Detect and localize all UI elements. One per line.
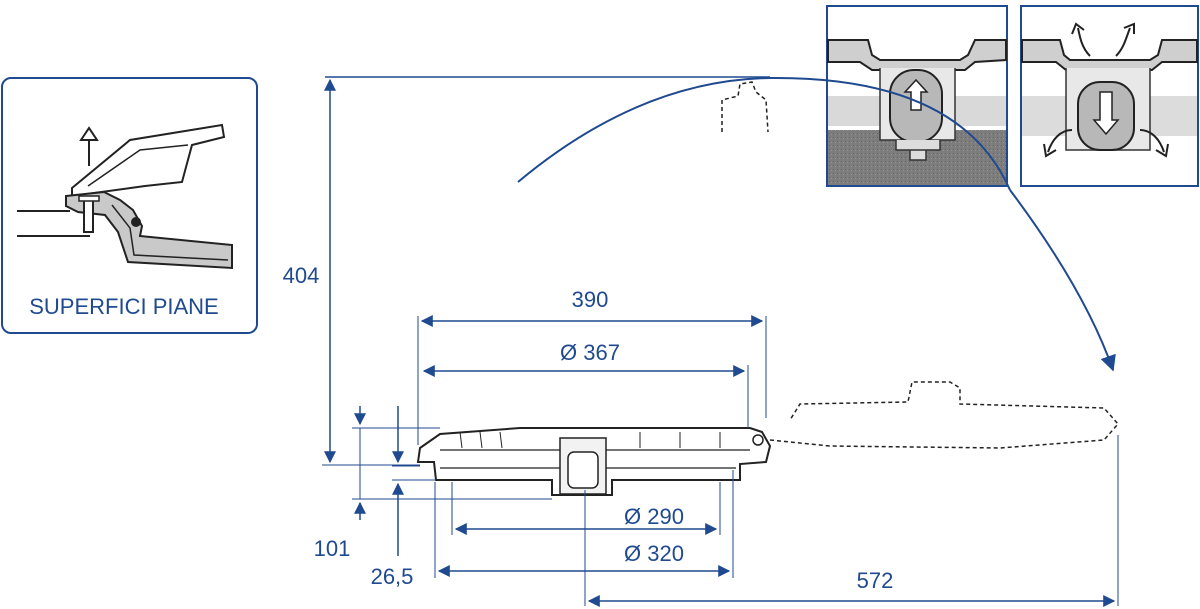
label-26-5: 26,5 bbox=[371, 564, 414, 589]
label-404: 404 bbox=[283, 263, 320, 288]
inset-label: SUPERFICI PIANE bbox=[29, 294, 218, 319]
label-dia-367: Ø 367 bbox=[560, 340, 620, 365]
label-101: 101 bbox=[314, 536, 351, 561]
arrow-up-icon bbox=[79, 126, 99, 166]
dimension-dia-320: Ø 320 bbox=[434, 470, 734, 578]
vent-closed-detail bbox=[826, 5, 1008, 187]
arrow-down-icon bbox=[1092, 91, 1120, 136]
dimension-390: 390 bbox=[417, 287, 767, 445]
flat-surface-inset: SUPERFICI PIANE bbox=[1, 77, 258, 334]
opening-arcs bbox=[325, 76, 1116, 372]
arrow-up-icon bbox=[903, 78, 929, 111]
dimension-404: 404 bbox=[283, 78, 420, 466]
label-390: 390 bbox=[572, 287, 609, 312]
dimension-dia-367: Ø 367 bbox=[422, 340, 749, 428]
dimension-101: 101 bbox=[314, 406, 552, 561]
vent-open-detail bbox=[1020, 5, 1199, 187]
airflow-arrows-icon bbox=[1043, 22, 1169, 158]
dimension-dia-290: Ø 290 bbox=[451, 482, 721, 535]
hatch-section-open-dashed bbox=[769, 381, 1119, 449]
label-dia-320: Ø 320 bbox=[624, 541, 684, 566]
dimension-26-5: 26,5 bbox=[371, 406, 436, 589]
label-dia-290: Ø 290 bbox=[624, 504, 684, 529]
dimension-572: 572 bbox=[584, 435, 1119, 607]
label-572: 572 bbox=[857, 568, 894, 593]
hatch-section-closed bbox=[416, 427, 772, 496]
